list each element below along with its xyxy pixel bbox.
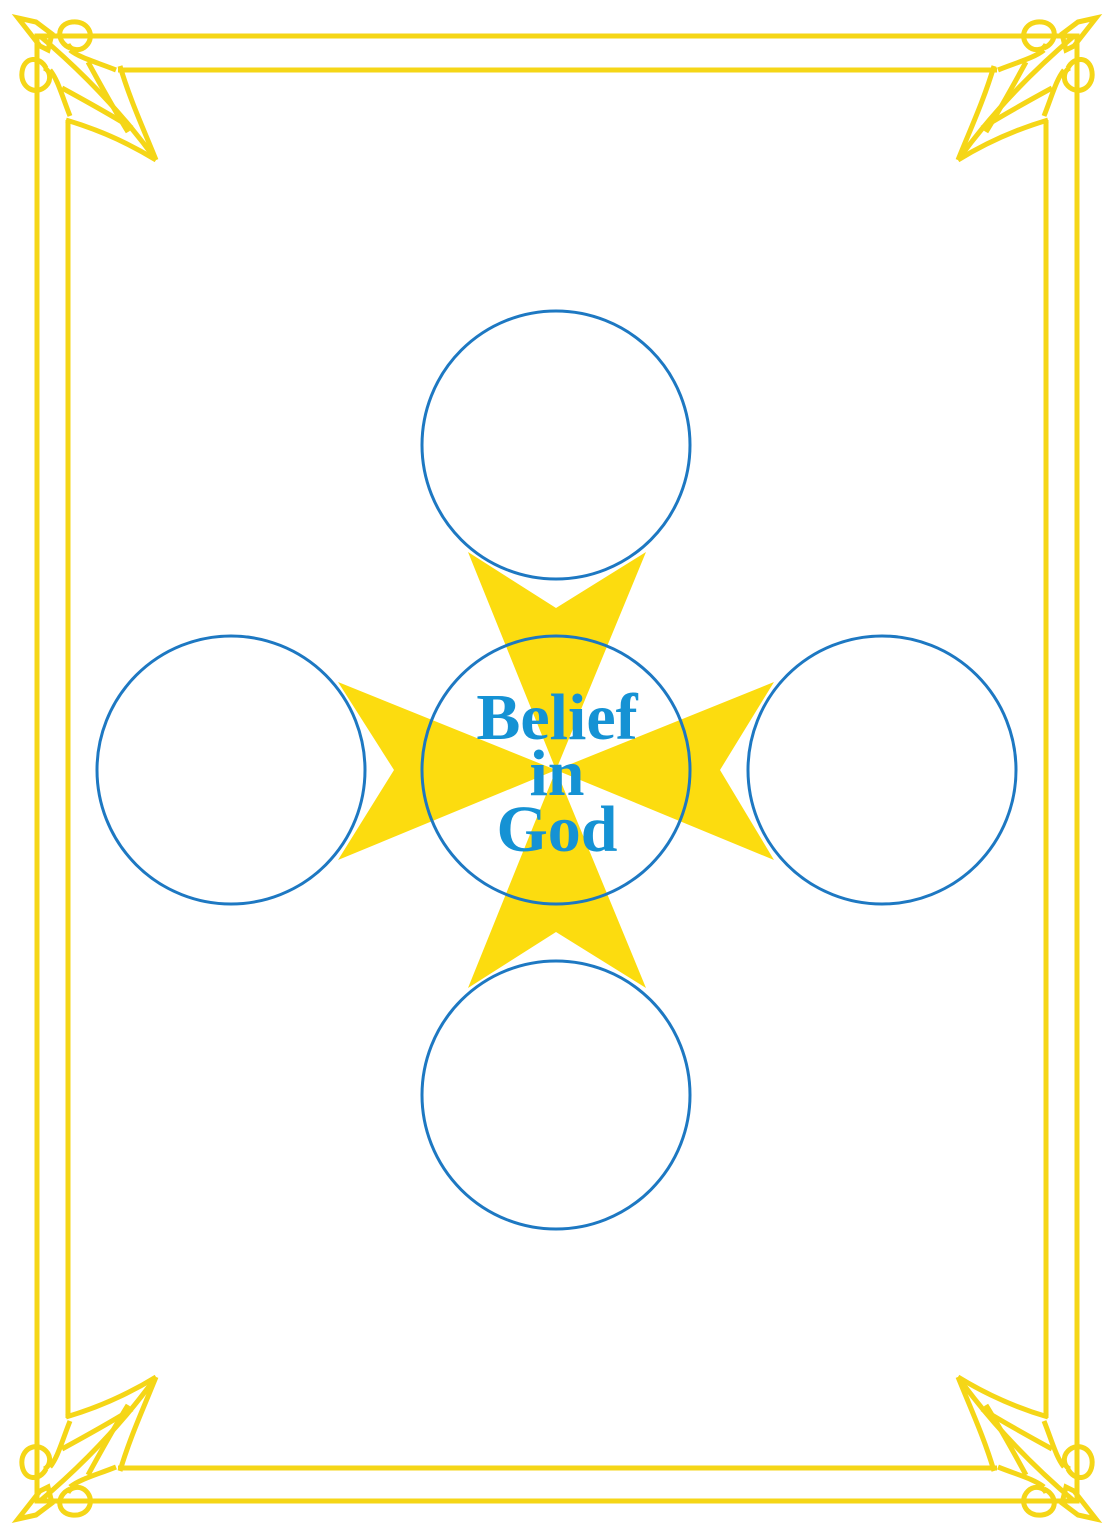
- circle-top: [422, 311, 690, 579]
- center-label-line-3: God: [496, 793, 617, 866]
- circle-bottom: [422, 961, 690, 1229]
- circle-left: [97, 636, 365, 904]
- circle-right: [748, 636, 1016, 904]
